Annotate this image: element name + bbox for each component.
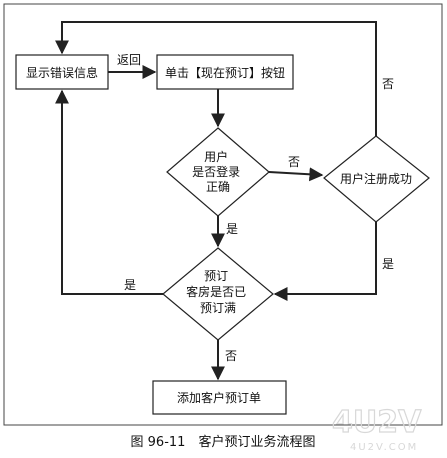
node-room-check-line: 客房是否已 [186, 284, 246, 299]
node-add-order-label: 添加客户预订单 [177, 390, 261, 405]
node-room-check-line: 预订满 [200, 301, 236, 315]
figure-caption: 图 96-11 客户预订业务流程图 [131, 434, 316, 450]
node-add-order: 添加客户预订单 [152, 380, 287, 415]
edge-full-no-label: 否 [225, 349, 237, 363]
node-login-check-line: 用户 [204, 149, 228, 164]
edge-login-no-arrow [268, 167, 324, 182]
node-show-error: 显示错误信息 [15, 54, 109, 90]
node-click-reserve-box [156, 54, 294, 90]
node-add-order-box [152, 380, 287, 415]
node-click-reserve: 单击【现在预订】按钮 [156, 54, 294, 90]
node-room-check-line: 预订 [204, 269, 228, 283]
node-login-check-line: 是否登录 [192, 164, 240, 179]
watermark: 4U2V 4U2V.COM [331, 404, 422, 453]
edge-register-yes-label: 是 [382, 257, 394, 271]
node-register-success-label: 用户注册成功 [340, 171, 412, 186]
edge-full-yes-label: 是 [124, 278, 136, 292]
watermark-url: 4U2V.COM [350, 442, 418, 453]
node-login-check-label: 用户 是否登录 正确 [192, 149, 244, 194]
node-login-check: 用户 是否登录 正确 [166, 127, 270, 217]
node-click-reserve-label: 单击【现在预订】按钮 [165, 65, 285, 80]
node-register-success: 用户注册成功 [323, 135, 430, 223]
node-room-check-label: 预订 客房是否已 预订满 [186, 269, 250, 315]
watermark-logo: 4U2V [332, 405, 422, 440]
node-login-check-line: 正确 [206, 180, 230, 194]
edge-login-yes-label: 是 [226, 222, 238, 236]
edge-full-yes-arrow [55, 89, 163, 295]
edge-register-no-label: 否 [382, 77, 394, 91]
node-show-error-label: 显示错误信息 [26, 65, 98, 80]
node-show-error-box [15, 54, 109, 90]
edge-login-no-label: 否 [288, 155, 300, 169]
edge-register-yes-arrow [273, 222, 377, 301]
node-room-check: 预订 客房是否已 预订满 [162, 247, 274, 341]
edge-return-label: 返回 [117, 53, 141, 67]
edge-register-no-arrow [55, 21, 377, 136]
diagram-frame [3, 3, 443, 426]
